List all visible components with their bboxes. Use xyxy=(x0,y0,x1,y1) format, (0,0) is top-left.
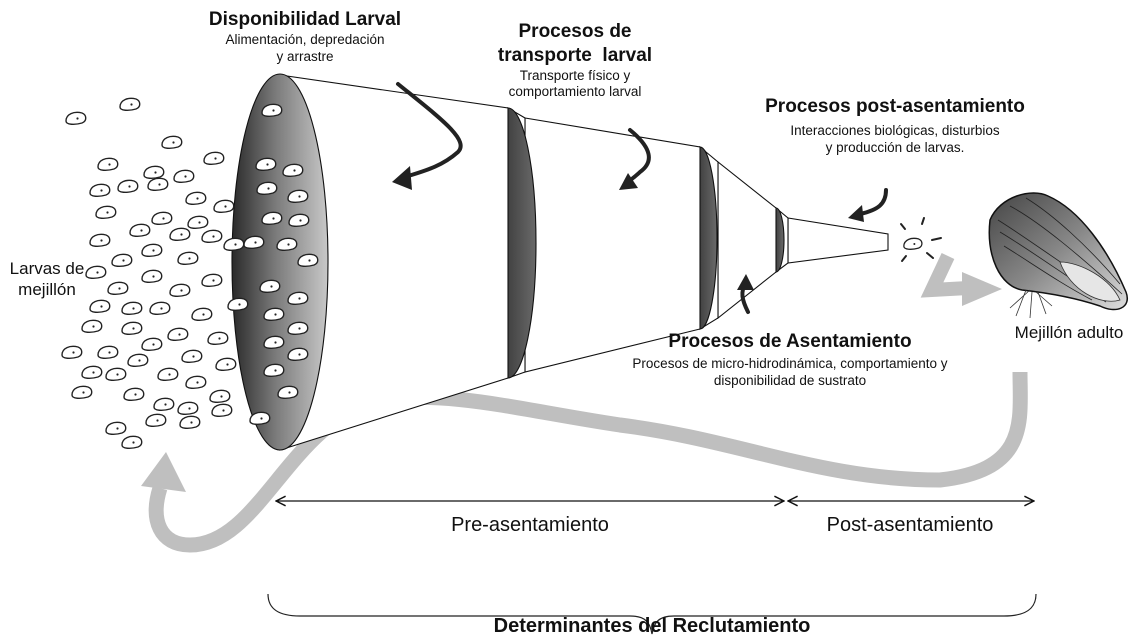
growth-arrow xyxy=(920,253,1002,306)
adult-mussel-illustration xyxy=(988,192,1129,319)
recruitment-funnel xyxy=(231,73,889,451)
post-settlement-processes-title: Procesos post-asentamiento xyxy=(765,96,1025,117)
settlement-processes-title: Procesos de Asentamiento xyxy=(668,331,912,352)
post-settlement-pointer-head xyxy=(848,205,864,222)
larval-transport-label: Procesos de transporte larval Transporte… xyxy=(470,20,680,101)
post-settlement-processes-desc-line2: y producción de larvas. xyxy=(825,139,965,155)
settlement-pointer-head xyxy=(737,274,754,290)
post-settlement-processes-desc-line1: Interacciones biológicas, disturbios xyxy=(790,122,1000,138)
larval-availability-pointer-arrow xyxy=(396,82,463,180)
settlement-processes-label: Procesos de Asentamiento Procesos de mic… xyxy=(565,330,1015,390)
mussel-larvae-label-line2: mejillón xyxy=(18,280,76,300)
larval-availability-title: Disponibilidad Larval xyxy=(208,9,402,30)
transport-pointer-head xyxy=(619,173,638,190)
post-settlement-phase-label: Post-asentamiento xyxy=(826,514,994,536)
mussel-larvae-label-line1: Larvas de xyxy=(9,259,85,278)
settlement-processes-desc-line2: disponibilidad de sustrato xyxy=(713,372,867,388)
larval-transport-desc-line2: comportamiento larval xyxy=(508,84,642,100)
recruitment-determinants-label: Determinantes del Reclutamiento xyxy=(493,615,811,637)
pointer-arrows xyxy=(392,82,888,314)
settlement-processes-desc-line1: Procesos de micro-hidrodinámica, comport… xyxy=(632,355,948,371)
pre-settlement-phase-label: Pre-asentamiento xyxy=(451,514,609,536)
larval-transport-title-line2: transporte larval xyxy=(497,44,653,66)
mussel-larvae-label: Larvas de mejillón xyxy=(2,258,92,301)
recruitment-bracket xyxy=(267,593,1037,635)
post-settlement-pointer-arrow xyxy=(858,188,888,216)
adult-mussel-label: Mejillón adulto xyxy=(1014,323,1124,342)
larval-availability-label: Disponibilidad Larval Alimentación, depr… xyxy=(190,8,420,66)
post-settlement-processes-label: Procesos post-asentamiento Interacciones… xyxy=(725,95,1065,157)
return-loop-arrow xyxy=(141,371,1028,553)
settling-larva xyxy=(900,217,942,262)
larval-availability-desc-line1: Alimentación, depredación xyxy=(225,31,385,47)
larval-transport-desc-line1: Transporte físico y xyxy=(519,67,631,83)
larval-transport-title-line1: Procesos de xyxy=(518,21,632,42)
larval-availability-desc-line2: y arrastre xyxy=(276,48,334,64)
larval-availability-pointer-head xyxy=(392,166,412,190)
